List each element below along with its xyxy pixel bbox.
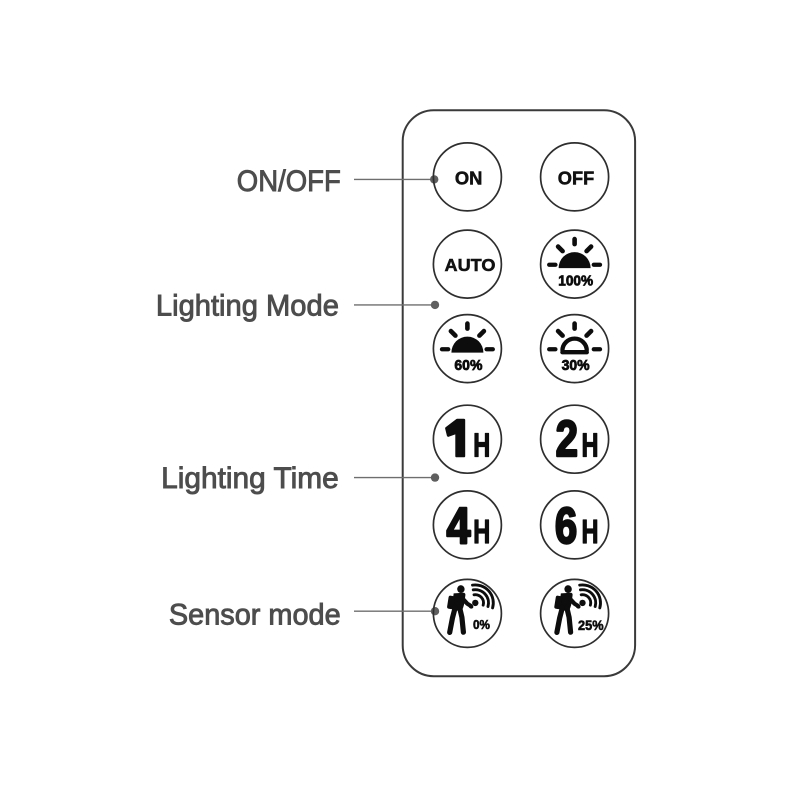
svg-text:60%: 60% [454, 357, 482, 374]
svg-text:6: 6 [555, 497, 577, 554]
svg-text:H: H [473, 427, 490, 464]
svg-text:OFF: OFF [558, 169, 595, 189]
svg-text:Sensor mode: Sensor mode [169, 599, 341, 632]
svg-text:H: H [582, 513, 599, 550]
svg-text:Lighting Time: Lighting Time [161, 462, 339, 495]
svg-text:2: 2 [556, 410, 578, 467]
svg-text:H: H [582, 427, 599, 464]
svg-text:100%: 100% [558, 273, 593, 290]
svg-text:25%: 25% [578, 618, 604, 633]
svg-text:0%: 0% [473, 617, 491, 632]
svg-text:AUTO: AUTO [445, 255, 496, 275]
svg-text:ON: ON [455, 169, 483, 189]
svg-text:H: H [473, 513, 490, 550]
svg-text:ON/OFF: ON/OFF [237, 165, 341, 198]
svg-text:Lighting Mode: Lighting Mode [156, 290, 339, 323]
svg-text:30%: 30% [562, 357, 590, 374]
svg-text:4: 4 [446, 497, 471, 554]
